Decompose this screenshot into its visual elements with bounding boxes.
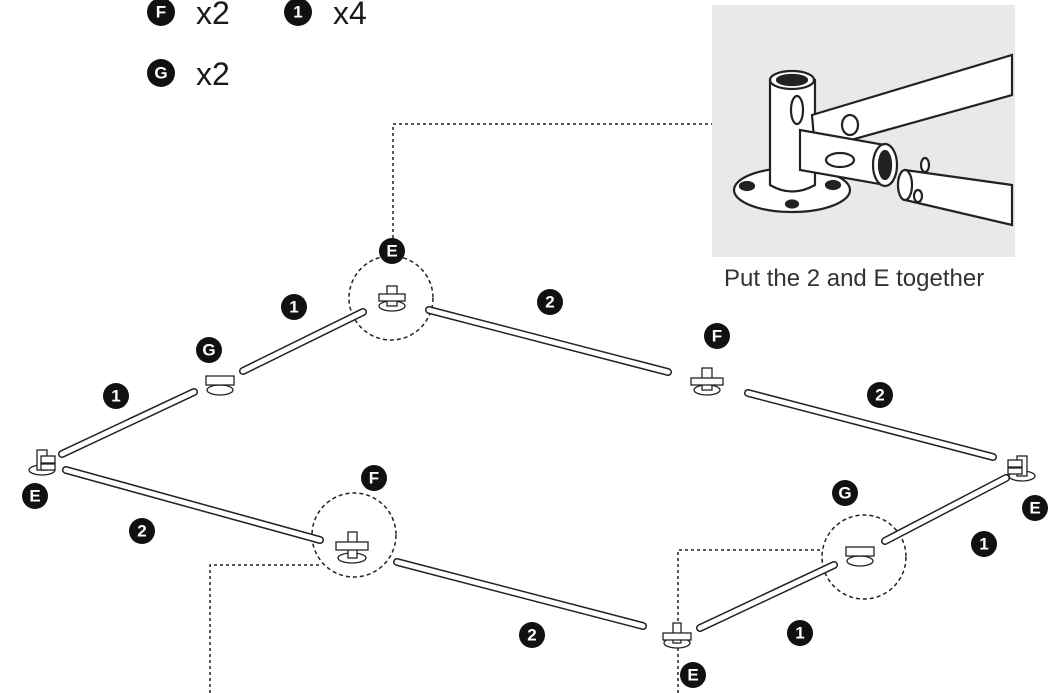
callout-rod2-a: 2	[537, 289, 563, 315]
callout-e-right: E	[1022, 495, 1048, 521]
legend: F x2 1 x4 G x2	[147, 0, 367, 92]
callout-e-top: E	[379, 238, 405, 264]
legend-item-f: F x2	[147, 0, 230, 31]
callout-g-right: G	[832, 480, 858, 506]
legend-qty: x2	[196, 56, 230, 92]
inset-caption: Put the 2 and E together	[724, 265, 984, 292]
legend-label: G	[154, 64, 167, 83]
legend-item-1: 1 x4	[284, 0, 367, 31]
callouts: E E E E F F G G 1 1 1 1 2 2 2 2	[22, 238, 1048, 688]
rod-bottom-right	[696, 561, 838, 632]
legend-label: 1	[293, 3, 302, 22]
rods	[58, 306, 1010, 632]
svg-text:2: 2	[527, 626, 536, 645]
svg-text:E: E	[1029, 499, 1040, 518]
svg-text:G: G	[838, 484, 851, 503]
svg-text:2: 2	[545, 293, 554, 312]
rod-right	[881, 474, 1010, 545]
callout-rod1-a: 1	[281, 294, 307, 320]
rod-left-lower	[62, 466, 324, 544]
callout-rod2-c: 2	[129, 518, 155, 544]
callout-f-top: F	[704, 323, 730, 349]
connector-g-left	[205, 375, 235, 396]
callout-rod2-d: 2	[519, 622, 545, 648]
leader-line-bottom-left	[209, 564, 320, 693]
callout-rod1-d: 1	[787, 620, 813, 646]
svg-text:1: 1	[289, 298, 298, 317]
svg-text:G: G	[202, 341, 215, 360]
svg-text:2: 2	[875, 386, 884, 405]
rod-left-upper	[58, 388, 198, 458]
connector-f-bottom	[335, 531, 369, 564]
inset-illustration	[732, 53, 1014, 227]
connectors	[28, 285, 1036, 649]
rod-upper-left	[239, 308, 367, 375]
zoom-ring-bottom	[311, 492, 397, 578]
leader-line-top	[392, 123, 712, 262]
svg-text:E: E	[29, 487, 40, 506]
svg-text:1: 1	[979, 535, 988, 554]
leader-lines	[209, 123, 907, 693]
connector-e-left	[28, 449, 56, 476]
svg-text:E: E	[386, 242, 397, 261]
connector-e-right	[1007, 455, 1036, 482]
callout-g-left: G	[196, 337, 222, 363]
rod-top	[425, 306, 672, 376]
legend-qty: x4	[333, 0, 367, 31]
inset-detail: Put the 2 and E together	[712, 5, 1015, 292]
callout-e-bottom: E	[680, 662, 706, 688]
connector-e-bottom	[662, 622, 692, 649]
connector-e-top	[378, 285, 406, 312]
svg-text:F: F	[369, 469, 379, 488]
connector-f-top	[690, 367, 724, 396]
svg-text:2: 2	[137, 522, 146, 541]
callout-rod1-c: 1	[971, 531, 997, 557]
svg-text:F: F	[712, 327, 722, 346]
legend-qty: x2	[196, 0, 230, 31]
svg-text:1: 1	[111, 387, 120, 406]
svg-text:E: E	[687, 666, 698, 685]
callout-rod1-b: 1	[103, 383, 129, 409]
rod-top-right	[744, 389, 997, 461]
callout-rod2-b: 2	[867, 382, 893, 408]
callout-e-left: E	[22, 483, 48, 509]
svg-text:1: 1	[795, 624, 804, 643]
legend-label: F	[156, 3, 166, 22]
zoom-ring-right	[821, 514, 907, 600]
rod-bottom	[393, 558, 647, 630]
connector-g-right	[845, 546, 875, 567]
legend-item-g: G x2	[147, 56, 230, 92]
callout-f-bottom: F	[361, 465, 387, 491]
